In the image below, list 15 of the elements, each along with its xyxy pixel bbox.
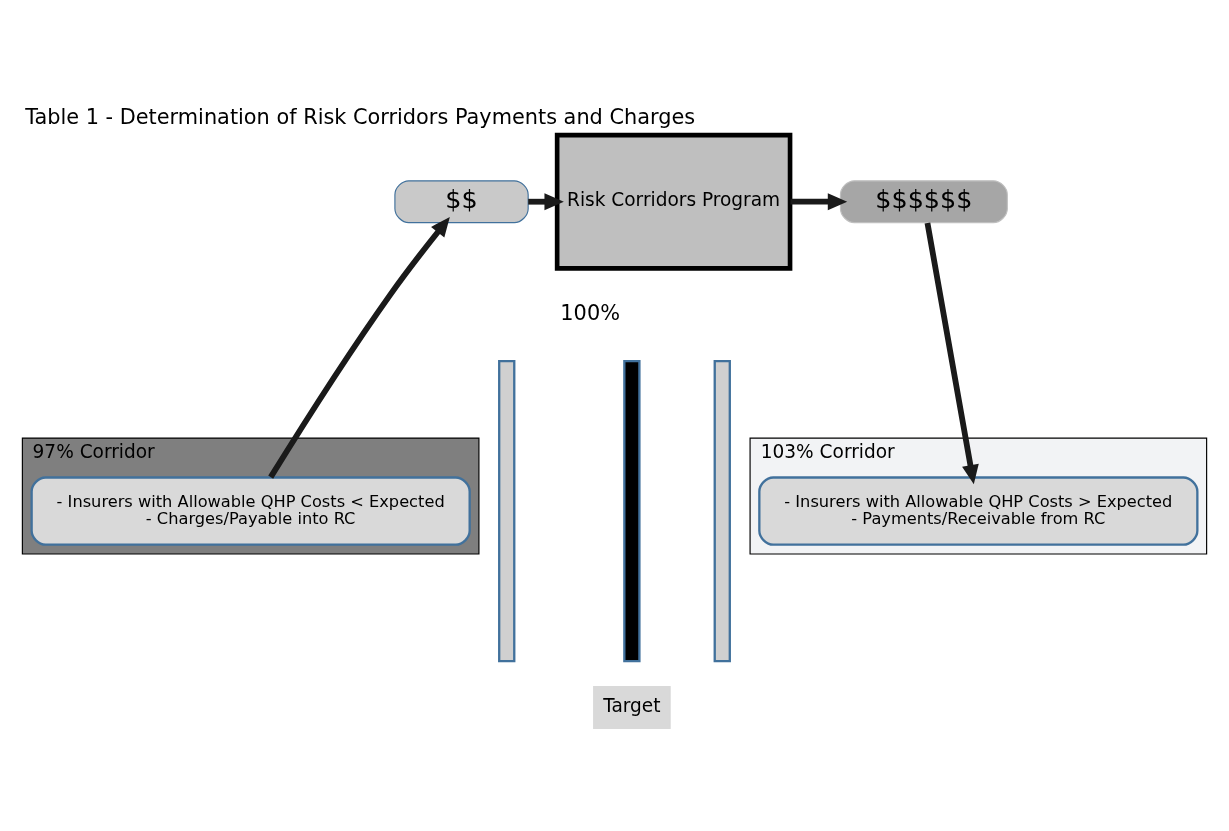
node-label: 100% <box>560 300 620 325</box>
node-box: Risk Corridors Program <box>554 132 793 271</box>
arrow <box>924 222 979 485</box>
node-box: $$$$$$ <box>839 180 1008 224</box>
node-bar <box>623 359 641 663</box>
arrow <box>268 217 450 479</box>
node-box: - Insurers with Allowable QHP Costs > Expected - Payments/Receivable from RC <box>758 476 1199 546</box>
node-bar <box>498 359 516 663</box>
node-box: - Insurers with Allowable QHP Costs < Expected - Charges/Payable into RC <box>30 476 471 546</box>
node-label: Target <box>603 694 661 716</box>
arrow <box>528 193 564 211</box>
arrow <box>790 193 848 211</box>
node-bar <box>713 359 731 663</box>
node-box: $$ <box>394 180 529 224</box>
diagram-title: Table 1 - Determination of Risk Corridors Payments and Charges <box>25 104 696 129</box>
